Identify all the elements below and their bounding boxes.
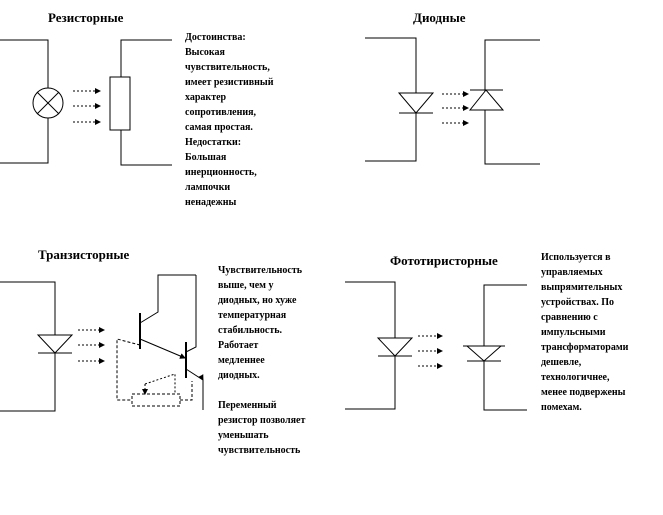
transistor-optocoupler (0, 274, 204, 412)
led-wire (0, 281, 56, 412)
resistive-optocoupler (0, 39, 172, 166)
led-icon (376, 337, 414, 357)
led-icon (397, 92, 435, 114)
dashed-wire (144, 373, 176, 394)
led-icon (36, 334, 74, 354)
thyristor-title: Фототиристорные (390, 253, 498, 268)
thyristor-optocoupler (345, 281, 527, 411)
lamp-cross (36, 91, 60, 115)
photodiode-icon (468, 89, 505, 111)
variable-resistor-icon (131, 393, 181, 407)
resistive-note: Достоинства: Высокая чувствительность, и… (185, 32, 274, 208)
transistor-note: Чувствительность выше, чем у диодных, но… (218, 265, 303, 381)
emitter-wire (185, 368, 204, 410)
thyristor-note: Используется в управляемых выпрямительны… (541, 252, 629, 413)
collector-wire (185, 275, 197, 353)
diode-optocoupler (365, 37, 540, 165)
photothyristor-icon (465, 345, 503, 362)
emitter-line (139, 338, 186, 359)
resistive-title: Резисторные (48, 10, 124, 25)
transistor-note-resistor: Переменный резистор позволяет уменьшать … (218, 400, 306, 456)
collector-wire (139, 274, 196, 324)
diode-title: Диодные (413, 10, 466, 25)
dashed-wire (116, 338, 141, 401)
photoresistor-icon (109, 76, 131, 131)
dashed-wire (180, 381, 193, 401)
transistor-title: Транзисторные (38, 247, 130, 262)
